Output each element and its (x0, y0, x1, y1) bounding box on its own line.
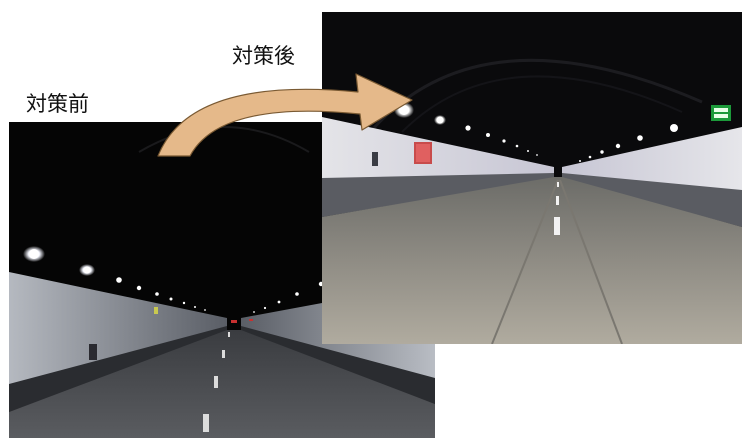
after-label: 対策後 (232, 44, 295, 68)
before-label: 対策前 (26, 92, 89, 116)
curved-arrow-icon (157, 73, 413, 157)
after-tunnel-photo (322, 12, 742, 344)
